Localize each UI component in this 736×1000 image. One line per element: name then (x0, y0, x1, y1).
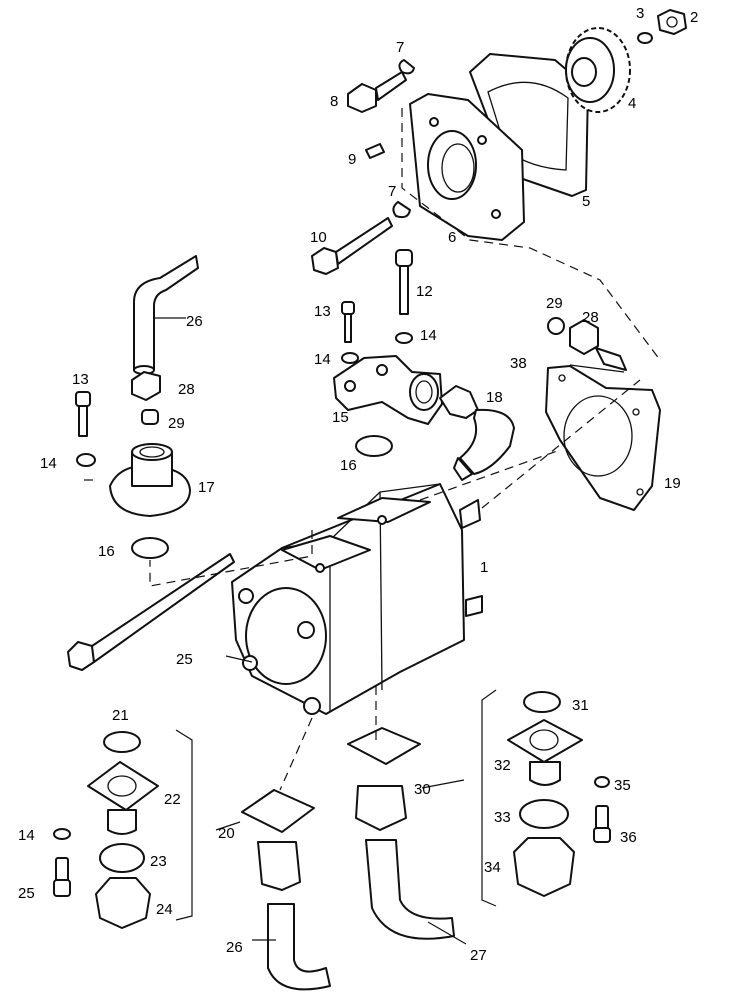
dowel-pin-9 (365, 143, 385, 159)
callout-4: 4 (628, 95, 636, 112)
callout-5: 5 (582, 193, 590, 210)
callout-9: 9 (348, 151, 356, 168)
lock-washer-7a (398, 59, 415, 75)
nut-2 (657, 9, 687, 35)
callout-7-middle: 7 (388, 183, 396, 200)
inlet-flange-17 (109, 443, 191, 517)
callout-20: 20 (218, 825, 235, 842)
screw-12 (395, 249, 413, 315)
nut-28-left (131, 371, 161, 401)
callout-29-right: 29 (546, 295, 563, 312)
nut-24 (95, 877, 151, 929)
callout-18: 18 (486, 389, 503, 406)
callout-28-right: 28 (582, 309, 599, 326)
plug-38 (595, 347, 627, 371)
callout-21: 21 (112, 707, 129, 724)
o-ring-16-left (131, 537, 169, 559)
o-ring-31 (523, 691, 561, 713)
gasket-19 (545, 365, 661, 511)
callout-24: 24 (156, 901, 173, 918)
screw-13-right (341, 301, 355, 343)
callout-13-right: 13 (314, 303, 331, 320)
callout-8: 8 (330, 93, 338, 110)
callout-26-upper: 26 (186, 313, 203, 330)
callout-31: 31 (572, 697, 589, 714)
pipe-26-upper (133, 255, 199, 375)
callout-28-left: 28 (178, 381, 195, 398)
leader-lines (154, 317, 625, 945)
outlet-elbow-15 (333, 355, 443, 425)
callout-35: 35 (614, 777, 631, 794)
callout-14-left: 14 (40, 455, 57, 472)
callout-34: 34 (484, 859, 501, 876)
callout-29-left: 29 (168, 415, 185, 432)
callout-36: 36 (620, 829, 637, 846)
callout-14-lower: 14 (18, 827, 35, 844)
bracket-right (481, 689, 497, 907)
callout-14-right-b: 14 (314, 351, 331, 368)
callout-2: 2 (690, 9, 698, 26)
callout-23: 23 (150, 853, 167, 870)
sleeve-23 (99, 843, 145, 873)
bracket-left (175, 729, 193, 921)
assembly-lines (84, 108, 661, 791)
bolt-8 (347, 71, 407, 113)
pump-body-1 (231, 483, 483, 715)
washer-14-lower (53, 828, 71, 840)
fitting-20 (241, 789, 315, 891)
screw-36 (593, 805, 611, 843)
drive-gear-4 (565, 27, 631, 113)
callout-25-lower: 25 (18, 885, 35, 902)
washer-14-right-b (341, 352, 359, 364)
callout-17: 17 (198, 479, 215, 496)
callout-30: 30 (414, 781, 431, 798)
callout-12: 12 (416, 283, 433, 300)
hose-27 (365, 839, 455, 940)
nut-34 (513, 837, 575, 897)
callout-25-middle: 25 (176, 651, 193, 668)
fitting-29-right (547, 317, 565, 335)
callout-13-left: 13 (72, 371, 89, 388)
callout-26-lower: 26 (226, 939, 243, 956)
o-ring-21 (103, 731, 141, 753)
through-bolt-25 (67, 553, 235, 671)
washer-14-left (76, 453, 96, 467)
callout-19: 19 (664, 475, 681, 492)
callout-38: 38 (510, 355, 527, 372)
washer-3 (637, 32, 653, 44)
callout-16-left: 16 (98, 543, 115, 560)
screw-25-lower (53, 857, 71, 897)
fitting-30 (347, 727, 421, 831)
fitting-29-left (141, 409, 159, 425)
sleeve-33 (519, 799, 569, 829)
elbow-fitting-18 (439, 385, 515, 481)
callout-16-middle: 16 (340, 457, 357, 474)
washer-14-right-a (395, 332, 413, 344)
flange-22 (87, 761, 159, 835)
callout-1: 1 (480, 559, 488, 576)
callouts: 1 2 3 4 5 6 7 7 8 9 10 12 13 13 14 14 14… (18, 5, 698, 964)
hose-26-lower (267, 903, 331, 991)
adapter-plate-6 (409, 93, 525, 241)
flange-32 (507, 719, 583, 786)
callout-10: 10 (310, 229, 327, 246)
callout-7-top: 7 (396, 39, 404, 56)
callout-6: 6 (448, 229, 456, 246)
callout-33: 33 (494, 809, 511, 826)
lock-washer-7b (392, 201, 411, 219)
callout-27: 27 (470, 947, 487, 964)
callout-3: 3 (636, 5, 644, 22)
nut-28-right (569, 319, 599, 355)
callout-22: 22 (164, 791, 181, 808)
washer-35 (594, 776, 610, 788)
o-ring-16-middle (355, 435, 393, 457)
long-bolt-10 (311, 217, 393, 275)
callout-14-right-a: 14 (420, 327, 437, 344)
callout-32: 32 (494, 757, 511, 774)
screw-13-left (75, 391, 91, 437)
callout-15: 15 (332, 409, 349, 426)
